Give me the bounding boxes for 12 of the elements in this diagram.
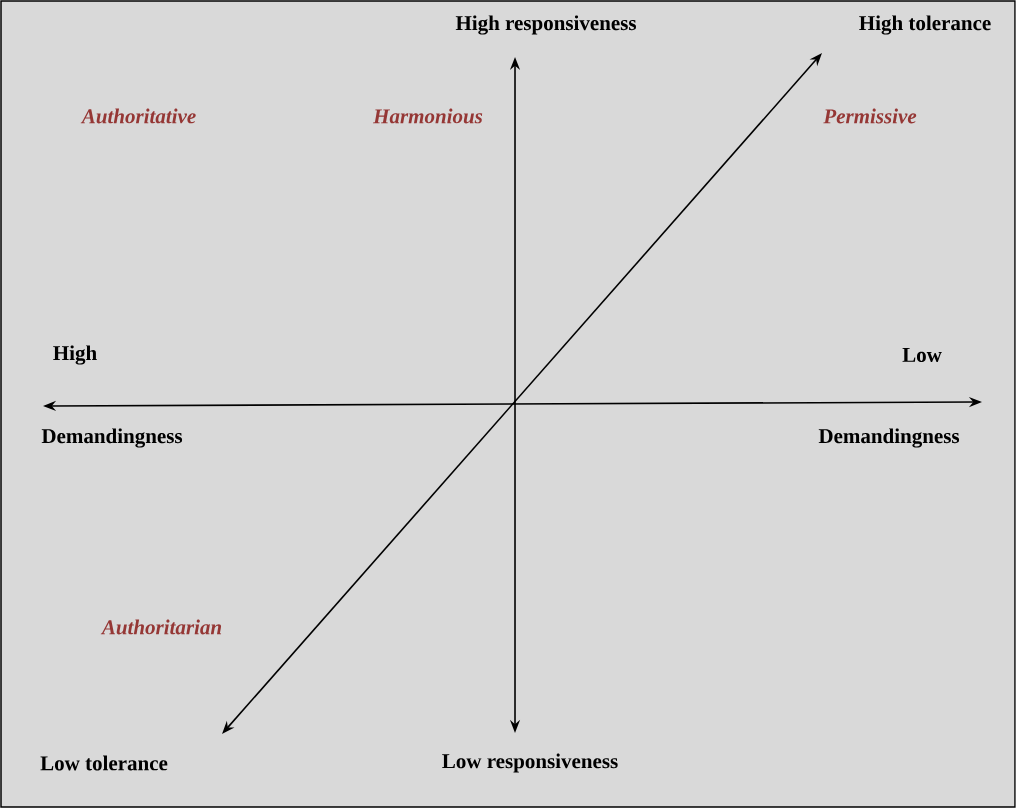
axis-label: High tolerance (859, 15, 991, 35)
axis-label: Low tolerance (40, 755, 168, 771)
parenting-style-label: Harmonious (373, 108, 483, 124)
parenting-style-label: Authoritarian (100, 619, 222, 635)
axis-label: Low (902, 348, 942, 362)
parenting-style-label: Permissive (823, 108, 917, 124)
axis-label: High (53, 345, 97, 365)
axis-label: High responsiveness (455, 15, 636, 35)
axis-label: Low responsiveness (442, 753, 618, 773)
axis-label: Demandingness (818, 428, 960, 448)
axis-label: Demandingness (41, 428, 183, 448)
parenting-style-label: Authoritative (80, 108, 196, 124)
